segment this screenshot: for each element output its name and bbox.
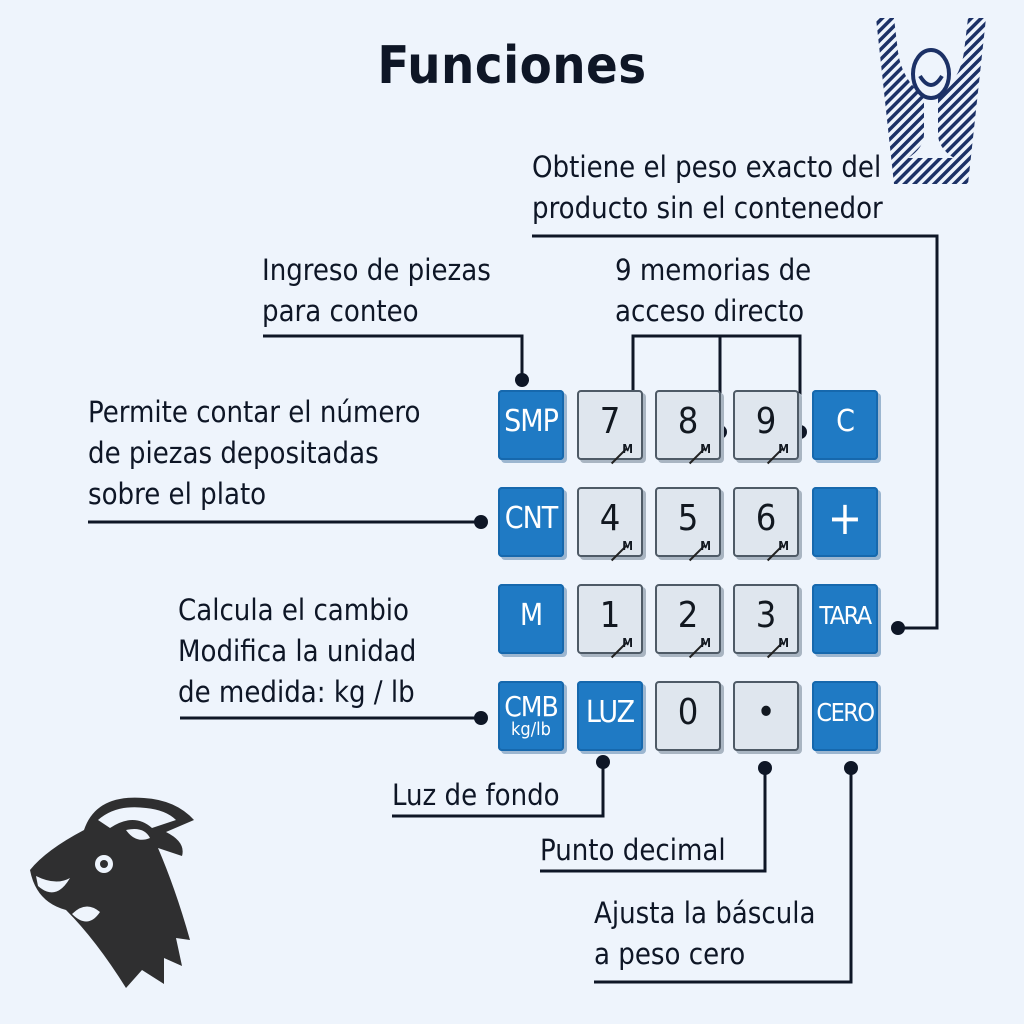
tara-key[interactable]: TARA [812, 584, 878, 654]
m-key[interactable]: M [498, 584, 564, 654]
rooster-logo-icon [30, 797, 194, 988]
label-luz: Luz de fondo [392, 778, 560, 812]
label-punto: Punto decimal [540, 833, 726, 867]
luz-key[interactable]: LUZ [577, 681, 643, 751]
decimal-point-key[interactable]: • [733, 681, 799, 751]
smp-key[interactable]: SMP [498, 390, 564, 460]
plus-key[interactable]: + [812, 487, 878, 557]
page-title: Funciones [377, 36, 647, 96]
cero-key[interactable]: CERO [812, 681, 878, 751]
trophy-logo-icon [876, 18, 986, 184]
clear-key[interactable]: C [812, 390, 878, 460]
cnt-key[interactable]: CNT [498, 487, 564, 557]
key-0[interactable]: 0 [655, 681, 721, 751]
